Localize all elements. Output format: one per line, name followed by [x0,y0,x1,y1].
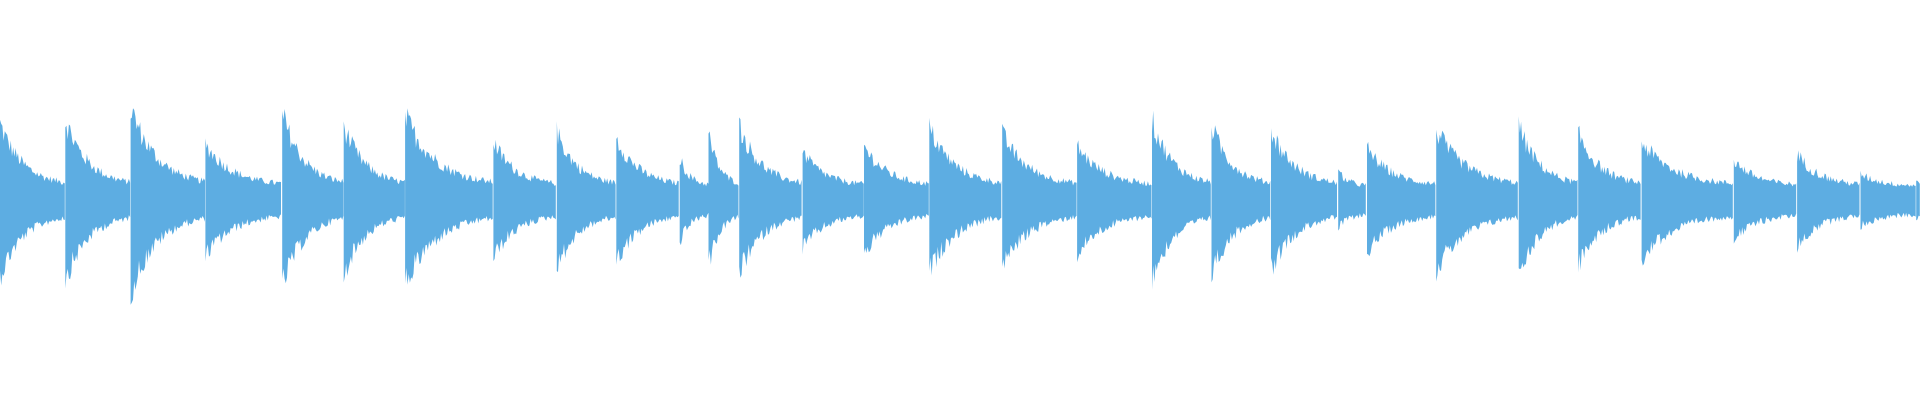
waveform-segment [1077,140,1152,263]
waveform-segment [1338,169,1366,231]
waveform-segment [493,139,556,262]
waveform-segment [1916,180,1920,221]
waveform-segment [1733,159,1797,244]
waveform-segment [679,158,709,246]
waveform-segment [802,150,864,255]
waveform-segment [739,117,802,278]
waveform-segment [1860,170,1916,230]
waveform-segment [205,138,281,262]
waveform-segment [130,108,205,305]
waveform-segment [1211,125,1271,283]
waveform-segment [616,137,679,265]
waveform-segment [1271,128,1337,275]
waveform-segment [1518,116,1578,270]
waveform-segment [1641,141,1733,266]
waveform-segment [1797,150,1860,253]
waveform-segment [343,121,405,283]
waveform-segment [1152,110,1211,290]
waveform-segment [556,121,616,273]
waveform-segment [1002,123,1077,269]
waveform-segment [929,117,1002,276]
waveform-segment [0,119,65,286]
waveform-segment [65,124,131,289]
waveform-segment [282,109,344,284]
waveform-segment [1578,125,1641,273]
waveform-segment [864,144,929,253]
waveform-segment [1367,141,1436,257]
waveform-segment [708,131,739,265]
waveform-segment [1436,129,1518,282]
waveform-segment [405,108,493,285]
